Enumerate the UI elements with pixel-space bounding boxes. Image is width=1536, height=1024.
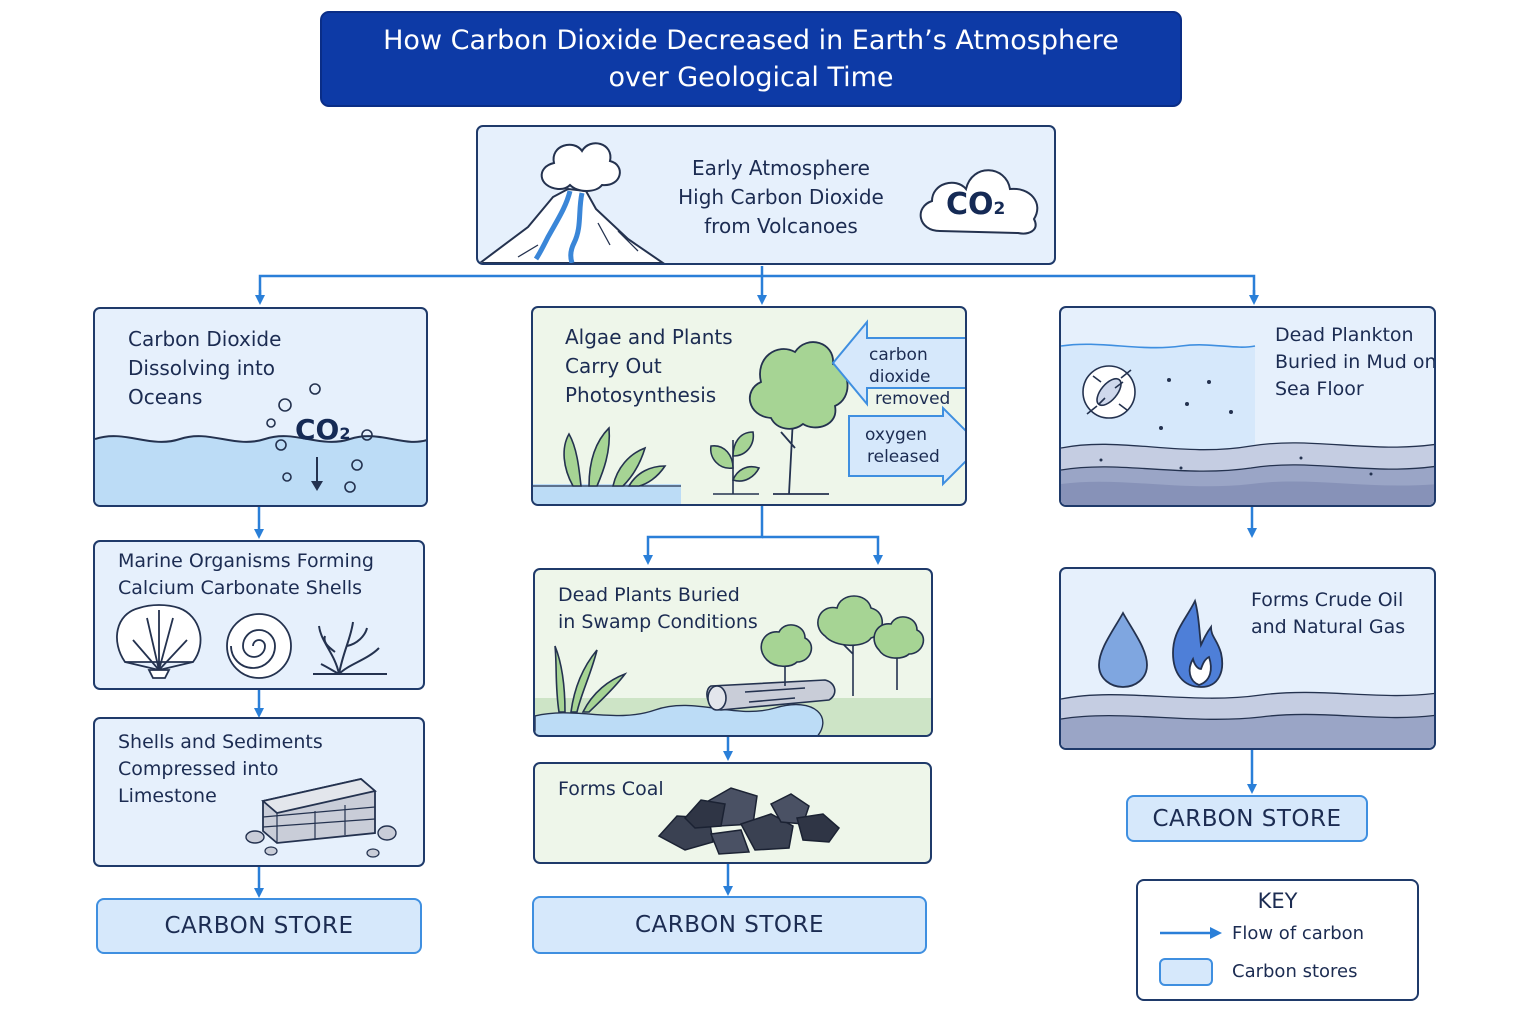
arrow-top-branch [258, 274, 1256, 300]
carbon-store-right: CARBON STORE [1126, 795, 1368, 842]
limestone-rock-icon [245, 778, 397, 858]
gas-flame-icon [1172, 598, 1223, 688]
algae-icon [563, 426, 667, 487]
carbon-store-left: CARBON STORE [96, 898, 422, 954]
carbon-store-middle: CARBON STORE [532, 896, 927, 954]
oxygen-released-arrow [848, 405, 965, 487]
volcano-icon [478, 142, 665, 263]
swamp-trees-icon [760, 595, 925, 696]
reeds-icon [554, 645, 628, 713]
coal-label: Forms Coal [558, 778, 664, 800]
legend-key: KEY Flow of carbon Carbon stores [1136, 879, 1419, 1001]
title-line-2: over Geological Time [608, 62, 894, 93]
key-stores-label: Carbon stores [1232, 961, 1358, 982]
ammonite-icon [226, 613, 292, 679]
co2-cloud-text: CO2 [946, 187, 1006, 222]
diagram-title: How Carbon Dioxide Decreased in Earth’s … [320, 11, 1182, 107]
key-title: KEY [1257, 889, 1298, 913]
coral-icon [313, 621, 387, 675]
seedling-icon [709, 431, 761, 495]
key-flow-label: Flow of carbon [1232, 923, 1365, 944]
ocean-water [95, 383, 426, 505]
key-arrow-icon [1159, 927, 1222, 986]
title-line-1: How Carbon Dioxide Decreased in Earth’s … [383, 25, 1119, 56]
co2-cloud-icon [919, 169, 1039, 235]
ocean-co2-text: CO2 [295, 413, 351, 446]
scallop-shell-icon [116, 604, 202, 679]
pond-water [533, 484, 681, 504]
plankton-icon [1082, 365, 1136, 419]
key-store-swatch [1159, 958, 1213, 986]
arrow-mid-split-right [762, 535, 883, 565]
tree-icon [748, 341, 849, 495]
co2-removed-arrow [831, 319, 965, 407]
fallen-log-icon [706, 679, 836, 711]
coal-box: Forms Coal [533, 762, 932, 864]
arrow-mid-split-left [643, 506, 764, 565]
oil-drop-icon [1098, 611, 1148, 688]
coal-lumps-icon [657, 787, 841, 855]
